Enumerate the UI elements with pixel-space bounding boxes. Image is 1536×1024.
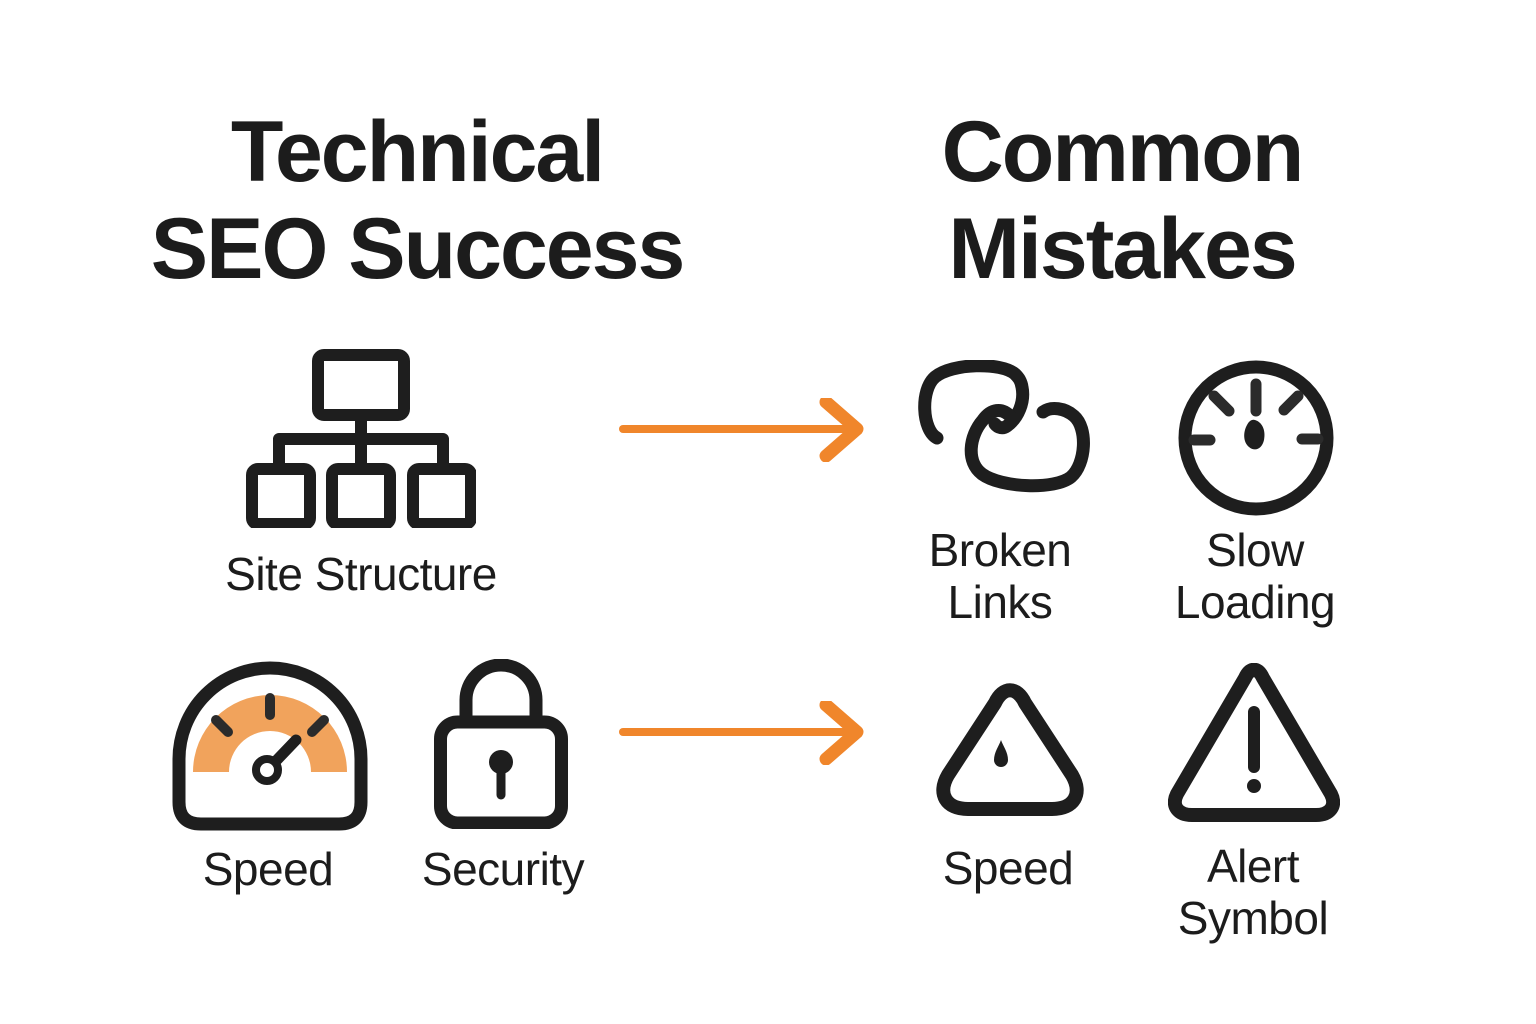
broken-chain-icon [915,360,1095,500]
heading-line: Technical [230,104,605,200]
speedometer-icon [1176,357,1336,517]
speed-success-label: Speed [202,843,334,895]
label-line: Broken [928,524,1072,576]
site-structure-label: Site Structure [225,548,497,600]
heading-line: Mistakes [948,201,1297,297]
speed-gauge-icon [172,661,368,831]
rounded-triangle-gauge-icon [930,679,1090,821]
label-line: Links [947,576,1053,628]
label-line: Slow [1206,524,1304,576]
alert-symbol-label: Alert Symbol [1177,840,1329,944]
sitemap-icon [246,348,476,528]
heading-line: Common [941,104,1305,200]
arrow-right-top-icon [615,398,865,462]
arrow-right-bottom-icon [615,701,865,765]
slow-loading-label: Slow Loading [1174,524,1336,628]
broken-links-label: Broken Links [929,524,1072,628]
warning-triangle-icon [1168,663,1340,825]
right-column-heading: Common Mistakes [941,104,1305,298]
security-label: Security [421,843,585,895]
speed-mistake-label: Speed [942,842,1074,894]
heading-line: SEO Success [150,201,686,297]
label-line: Symbol [1177,892,1329,944]
label-line: Loading [1174,576,1336,628]
left-column-heading: Technical SEO Success [150,104,686,298]
padlock-icon [434,659,568,829]
label-line: Alert [1206,840,1300,892]
